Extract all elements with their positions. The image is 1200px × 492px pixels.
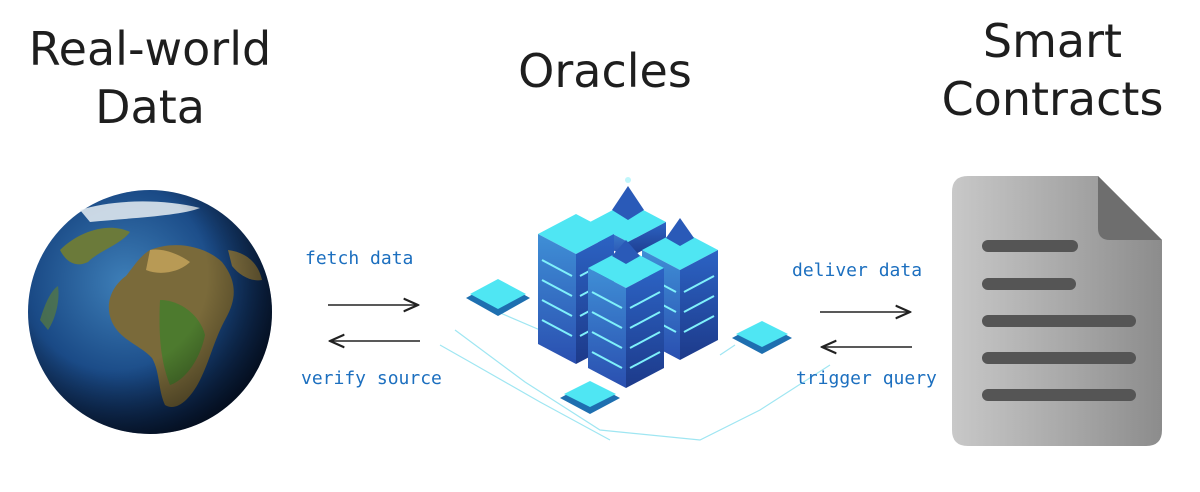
- server-cluster-icon: [439, 177, 831, 441]
- chip: [466, 279, 530, 316]
- oracles-title: Oracles: [518, 44, 692, 98]
- real-world-data-title: Real-world Data: [0, 20, 300, 136]
- fetch-data-label: fetch data: [305, 248, 414, 269]
- verify-source-label: verify source: [301, 368, 442, 389]
- earth-globe-icon: [28, 190, 272, 434]
- server-tower: [588, 240, 664, 388]
- title-line: Real-world: [28, 22, 272, 76]
- title-line: Data: [95, 80, 205, 134]
- trigger-query-label: trigger query: [796, 368, 937, 389]
- title-line: Smart: [982, 14, 1123, 68]
- chip: [732, 321, 792, 354]
- deliver-data-label: deliver data: [792, 260, 923, 281]
- document-icon: [952, 176, 1162, 446]
- chip: [560, 381, 620, 414]
- title-line: Contracts: [941, 72, 1164, 126]
- smart-contracts-title: Smart Contracts: [905, 12, 1200, 128]
